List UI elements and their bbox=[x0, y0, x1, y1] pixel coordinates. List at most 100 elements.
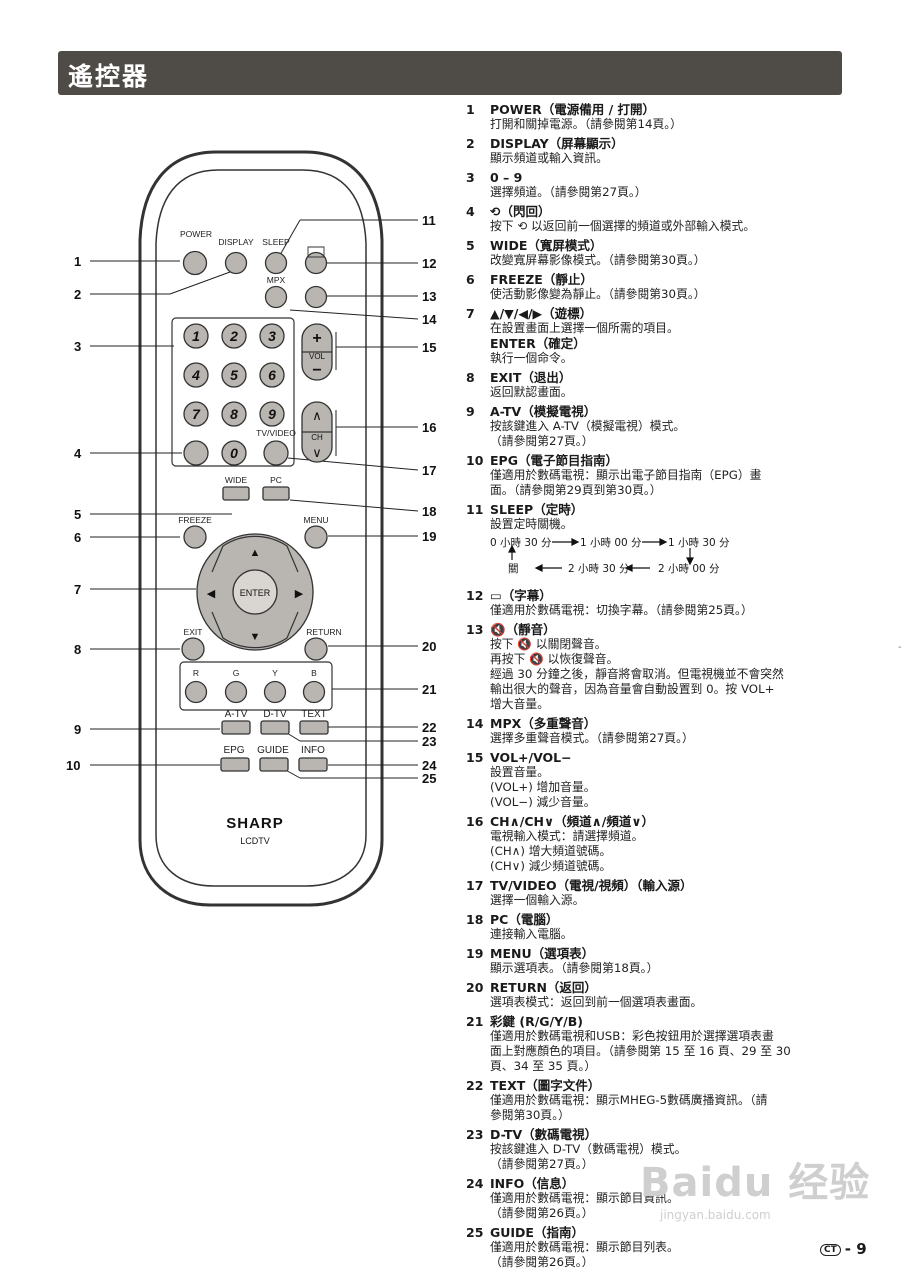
callout-11: 11 bbox=[422, 213, 436, 228]
subtitle-button[interactable] bbox=[304, 251, 328, 275]
entry-7: 7▲/▼/◀/▶（遊標）在設置畫面上選擇一個所需的項目。ENTER（確定）執行一… bbox=[466, 306, 886, 366]
vol-label: VOL bbox=[309, 352, 326, 361]
entry-heading: 🔇（靜音） bbox=[490, 622, 556, 637]
exit-button[interactable] bbox=[181, 637, 205, 661]
remote-illustration: 1 2 3 4 5 6 7 8 9 10 11 12 13 14 15 16 1… bbox=[66, 150, 437, 907]
digit-1-button[interactable] bbox=[183, 323, 209, 349]
entry-line: 按該鍵進入 D-TV（數碼電視）模式。 bbox=[490, 1142, 687, 1156]
entry-line: 使活動影像變為靜止。（請參閱第30頁。） bbox=[490, 287, 706, 301]
menu-button[interactable] bbox=[304, 525, 328, 549]
callout-4: 4 bbox=[74, 446, 82, 461]
text-button[interactable] bbox=[299, 720, 329, 735]
entry-4: 4⟲（閃回）按下 ⟲ 以返回前一個選擇的頻道或外部輸入模式。 bbox=[466, 204, 886, 234]
digit-9-label: 9 bbox=[268, 406, 276, 422]
entry-heading: 0 – 9 bbox=[490, 170, 523, 185]
digit-5-button[interactable] bbox=[221, 362, 247, 388]
callout-7: 7 bbox=[74, 582, 81, 597]
enter-button[interactable] bbox=[232, 569, 278, 615]
entry-body: DISPLAY（屏幕顯示）顯示頻道或輸入資訊。 bbox=[490, 136, 886, 166]
power-button[interactable] bbox=[182, 250, 208, 276]
entry-body: TV/VIDEO（電視/視頻）（輸入源）選擇一個輸入源。 bbox=[490, 878, 886, 908]
entry-heading: A-TV（模擬電視） bbox=[490, 404, 597, 419]
sleep-button[interactable] bbox=[264, 251, 288, 275]
entry-heading: WIDE（寬屏模式） bbox=[490, 238, 603, 253]
page-number-value: 9 bbox=[856, 1240, 867, 1258]
entry-line: 經過 30 分鐘之後，靜音將會取消。但電視機並不會突然 bbox=[490, 667, 784, 681]
entry-heading: EXIT（退出） bbox=[490, 370, 572, 385]
entry-5: 5 WIDE（寬屏模式）改變寬屏幕影像模式。（請參閱第30頁。） bbox=[466, 238, 886, 268]
entry-number: 5 bbox=[466, 238, 475, 253]
red-button[interactable] bbox=[184, 680, 208, 704]
entry-line: 參閱第30頁。） bbox=[490, 1108, 570, 1122]
digit-7-button[interactable] bbox=[183, 401, 209, 427]
entry-line: （請參閱第26頁。） bbox=[490, 1255, 594, 1269]
entry-body: EPG（電子節目指南）僅適用於數碼電視：顯示出電子節目指南（EPG）畫面。（請參… bbox=[490, 453, 886, 498]
entry-number: 18 bbox=[466, 912, 484, 927]
label-exit: EXIT bbox=[184, 627, 203, 637]
yellow-button[interactable] bbox=[263, 680, 287, 704]
entry-number: 8 bbox=[466, 370, 475, 385]
return-button[interactable] bbox=[304, 637, 328, 661]
mute-button[interactable] bbox=[304, 285, 328, 309]
watermark: Baidu 经验 jingyan.baidu.com bbox=[640, 1150, 870, 1222]
title-bar: 遙控器 bbox=[58, 51, 842, 95]
epg-button[interactable] bbox=[220, 757, 250, 772]
flashback-button[interactable] bbox=[183, 440, 209, 466]
entry-heading: ▭（字幕） bbox=[490, 588, 552, 603]
entry-line: (VOL−) 減少音量。 bbox=[490, 795, 596, 809]
entry-number: 13 bbox=[466, 622, 484, 637]
display-button[interactable] bbox=[224, 251, 248, 275]
freeze-button[interactable] bbox=[183, 525, 207, 549]
sleep-step: 1 小時 00 分 bbox=[580, 537, 642, 549]
entry-line: 設置定時關機。 bbox=[490, 517, 573, 531]
wide-button[interactable] bbox=[222, 486, 250, 501]
callout-23: 23 bbox=[422, 734, 436, 749]
entry-heading: FREEZE（靜止） bbox=[490, 272, 593, 287]
label-menu: MENU bbox=[303, 515, 328, 525]
entry-heading: GUIDE（指南） bbox=[490, 1225, 584, 1240]
entry-heading: RETURN（返回） bbox=[490, 980, 597, 995]
vol-plus-icon: + bbox=[312, 330, 321, 347]
page-title: 遙控器 bbox=[68, 62, 150, 91]
entry-body: A-TV（模擬電視）按該鍵進入 A-TV（模擬電視）模式。（請參閱第27頁。） bbox=[490, 404, 886, 449]
callout-8: 8 bbox=[74, 642, 81, 657]
dtv-button[interactable] bbox=[260, 720, 290, 735]
digit-4-label: 4 bbox=[191, 367, 200, 383]
atv-button[interactable] bbox=[221, 720, 251, 735]
entry-heading: TV/VIDEO（電視/視頻）（輸入源） bbox=[490, 878, 693, 893]
callout-14: 14 bbox=[422, 312, 437, 327]
entry-heading: CH∧/CH∨（頻道∧/頻道∨） bbox=[490, 814, 655, 829]
digit-9-button[interactable] bbox=[259, 401, 285, 427]
digit-8-button[interactable] bbox=[221, 401, 247, 427]
digit-4-button[interactable] bbox=[183, 362, 209, 388]
entry-number: 4 bbox=[466, 204, 475, 219]
digit-6-button[interactable] bbox=[259, 362, 285, 388]
label-freeze: FREEZE bbox=[178, 515, 212, 525]
green-button[interactable] bbox=[224, 680, 248, 704]
label-epg: EPG bbox=[223, 745, 244, 756]
entry-number: 25 bbox=[466, 1225, 484, 1240]
entry-line: 顯示頻道或輸入資訊。 bbox=[490, 151, 608, 165]
digit-3-button[interactable] bbox=[259, 323, 285, 349]
entry-heading: ▲/▼/◀/▶（遊標） bbox=[490, 306, 593, 321]
page-number: CT- 9 bbox=[820, 1240, 867, 1258]
digit-0-button[interactable] bbox=[221, 440, 247, 466]
entry-number: 6 bbox=[466, 272, 475, 287]
info-button[interactable] bbox=[298, 757, 328, 772]
entry-heading: EPG（電子節目指南） bbox=[490, 453, 618, 468]
mpx-button[interactable] bbox=[264, 285, 288, 309]
tvvideo-button[interactable] bbox=[263, 440, 289, 466]
sleep-step: 2 小時 00 分 bbox=[658, 563, 720, 575]
entry-line: 改變寬屏幕影像模式。（請參閱第30頁。） bbox=[490, 253, 706, 267]
label-dtv: D-TV bbox=[263, 709, 287, 720]
label-b: B bbox=[311, 668, 317, 678]
guide-button[interactable] bbox=[259, 757, 289, 772]
left-arrow-icon: ◀ bbox=[207, 588, 216, 600]
pc-button[interactable] bbox=[262, 486, 290, 501]
blue-button[interactable] bbox=[302, 680, 326, 704]
digit-2-button[interactable] bbox=[221, 323, 247, 349]
right-arrow-icon: ▶ bbox=[295, 588, 304, 600]
